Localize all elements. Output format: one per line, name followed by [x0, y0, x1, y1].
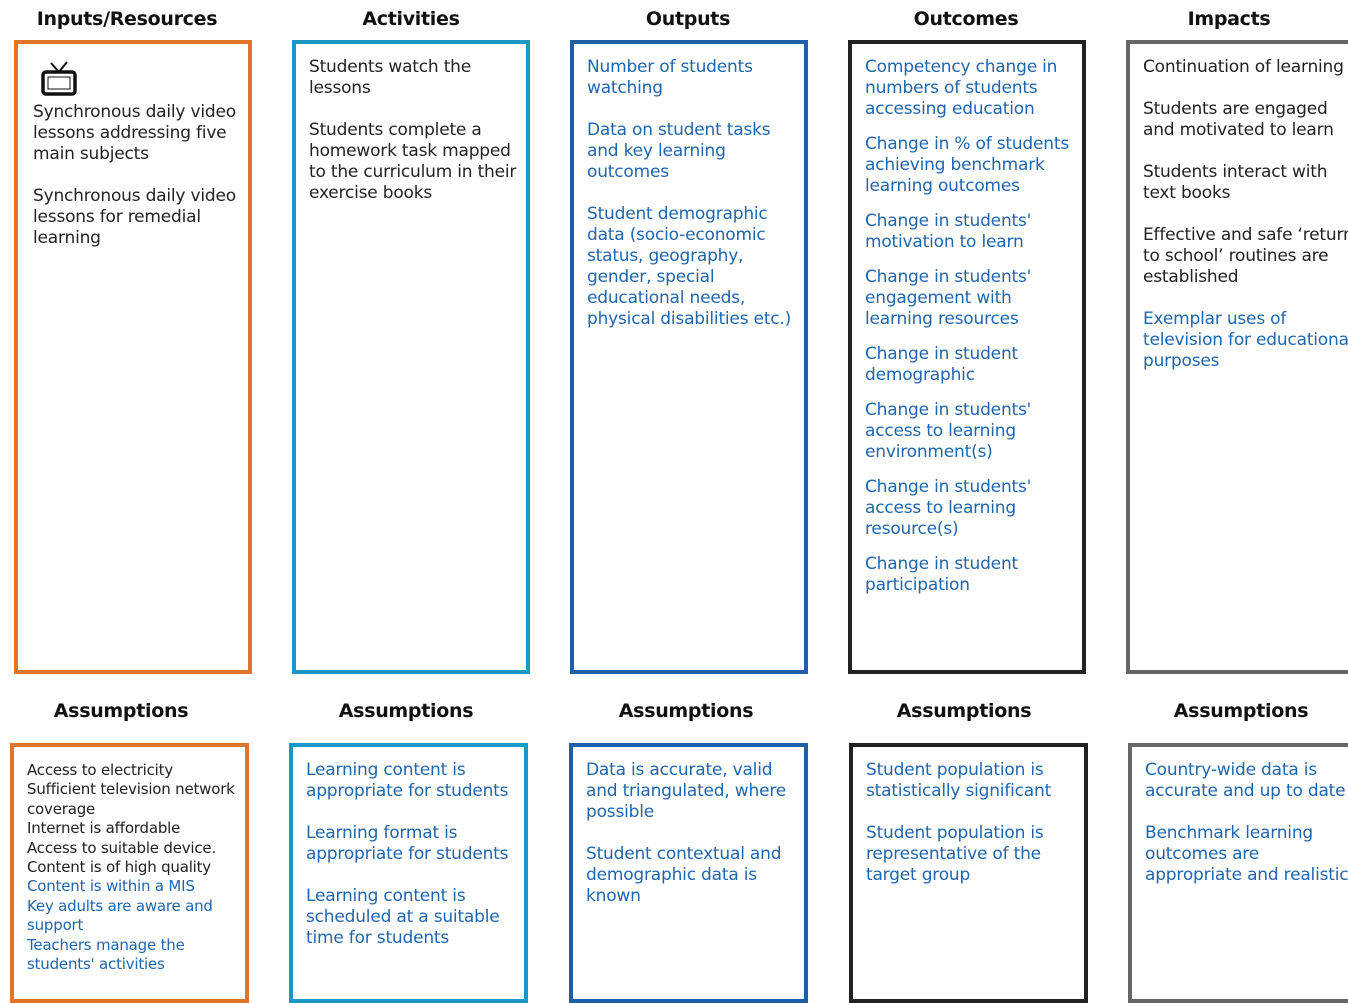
assumptions-inputs-item: Key adults are aware and support — [27, 896, 213, 935]
outputs-item: Number of students watching — [587, 57, 753, 98]
outcomes-item: Change in students' engagement with lear… — [865, 267, 1032, 329]
header-activities: Activities — [362, 8, 460, 30]
outputs-item: Data on student tasks and key learning o… — [587, 120, 771, 182]
assumptions-inputs-item: Teachers manage the students' activities — [27, 935, 185, 974]
outcomes-item: Change in students' access to learning r… — [865, 477, 1032, 539]
assumptions-inputs-item: Content is within a MIS — [27, 877, 195, 896]
assumptions-header-impacts: Assumptions — [1173, 700, 1309, 722]
header-outcomes: Outcomes — [913, 8, 1019, 30]
header-outputs: Outputs — [645, 8, 731, 30]
activities-item: Students complete a homework task mapped… — [309, 120, 517, 203]
outcomes-item: Change in student participation — [865, 554, 1018, 595]
assumptions-impacts-item: Country-wide data is accurate and up to … — [1145, 760, 1346, 801]
inputs-list: Synchronous daily video lessons addressi… — [33, 102, 240, 249]
assumptions-activities-item: Learning format is appropriate for stude… — [306, 823, 509, 864]
assumptions-outputs-box: Data is accurate, valid and triangulated… — [569, 743, 808, 1003]
assumptions-header-inputs: Assumptions — [53, 700, 189, 722]
impacts-item: Students are engaged and motivated to le… — [1143, 99, 1334, 140]
assumptions-outputs-list: Data is accurate, valid and triangulated… — [586, 760, 796, 907]
assumptions-outputs-item: Data is accurate, valid and triangulated… — [586, 760, 786, 822]
assumptions-outputs-item: Student contextual and demographic data … — [586, 844, 782, 906]
assumptions-activities-box: Learning content is appropriate for stud… — [289, 743, 528, 1003]
assumptions-activities-item: Learning content is appropriate for stud… — [306, 760, 509, 801]
assumptions-outcomes-box: Student population is statistically sign… — [849, 743, 1088, 1003]
header-impacts: Impacts — [1187, 8, 1271, 30]
outputs-item: Student demographic data (socio-economic… — [587, 204, 792, 329]
outcomes-item: Change in students' access to learning e… — [865, 400, 1032, 462]
assumptions-inputs-item: Internet is affordable — [27, 819, 181, 838]
inputs-box: Synchronous daily video lessons addressi… — [14, 40, 252, 674]
outcomes-box: Competency change in numbers of students… — [848, 40, 1086, 674]
outcomes-item: Change in students' motivation to learn — [865, 211, 1032, 252]
impacts-item: Continuation of learning — [1143, 57, 1344, 77]
assumptions-impacts-box: Country-wide data is accurate and up to … — [1128, 743, 1348, 1003]
inputs-item: Synchronous daily video lessons addressi… — [33, 102, 236, 164]
assumptions-header-outputs: Assumptions — [618, 700, 754, 722]
assumptions-activities-item: Learning content is scheduled at a suita… — [306, 886, 500, 948]
assumptions-inputs-item: Content is of high quality — [27, 858, 211, 877]
impacts-item: Students interact with text books — [1143, 162, 1328, 203]
activities-item: Students watch the lessons — [309, 57, 471, 98]
assumptions-inputs-item: Access to suitable device. — [27, 838, 217, 857]
outcomes-item: Change in % of students achieving benchm… — [865, 134, 1069, 196]
assumptions-activities-list: Learning content is appropriate for stud… — [306, 760, 516, 949]
assumptions-header-activities: Assumptions — [338, 700, 474, 722]
assumptions-outcomes-list: Student population is statistically sign… — [866, 760, 1076, 886]
outcomes-item: Change in student demographic — [865, 344, 1018, 385]
inputs-item: Synchronous daily video lessons for reme… — [33, 186, 236, 248]
television-icon — [41, 61, 77, 96]
assumptions-outcomes-item: Student population is representative of … — [866, 823, 1044, 885]
outcomes-item: Competency change in numbers of students… — [865, 57, 1058, 119]
assumptions-impacts-list: Country-wide data is accurate and up to … — [1145, 760, 1348, 886]
assumptions-inputs-item: Access to electricity — [27, 761, 174, 779]
assumptions-inputs-item: Sufficient television network coverage — [27, 780, 235, 818]
assumptions-impacts-item: Benchmark learning outcomes are appropri… — [1145, 823, 1348, 885]
outcomes-list: Competency change in numbers of students… — [865, 57, 1074, 596]
assumptions-header-outcomes: Assumptions — [896, 700, 1032, 722]
impacts-item: Exemplar uses of television for educatio… — [1143, 309, 1348, 371]
assumptions-outcomes-item: Student population is statistically sign… — [866, 760, 1052, 801]
impacts-item: Effective and safe ‘return to school’ ro… — [1143, 225, 1348, 287]
header-inputs: Inputs/Resources — [36, 8, 218, 30]
